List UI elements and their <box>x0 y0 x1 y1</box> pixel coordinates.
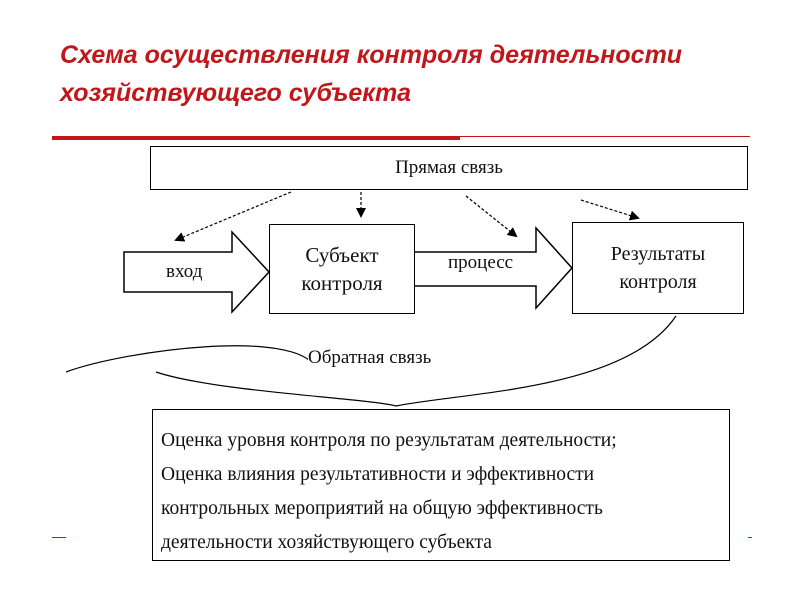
input-block-arrow <box>123 230 271 314</box>
subject-label-line2: контроля <box>301 271 383 295</box>
evaluation-line: Оценка влияния результативности и эффект… <box>161 464 595 485</box>
results-label-line1: Результаты <box>610 243 706 265</box>
evaluation-box: Оценка уровня контроля по результатам де… <box>152 409 730 561</box>
control-results-box: Результаты контроля <box>572 222 744 314</box>
diagram-connectors <box>66 191 677 407</box>
evaluation-line: Оценка уровня контроля по результатам де… <box>161 430 617 451</box>
control-subject-box: Субъект контроля <box>269 224 415 314</box>
direct-to-results-arrow <box>580 199 640 221</box>
title-rule-thin <box>460 136 750 137</box>
feedback-curve-bottom <box>155 315 677 407</box>
evaluation-line: деятельности хозяйствующего субъекта <box>161 532 492 553</box>
results-label-line2: контроля <box>619 271 697 293</box>
title-underline <box>52 136 460 140</box>
feedback-curve-left <box>66 345 317 373</box>
direct-link-box: Прямая связь <box>150 146 748 190</box>
direct-to-input-arrow <box>174 191 292 242</box>
feedback-label: Обратная связь <box>308 347 432 369</box>
process-label: процесс <box>448 252 514 273</box>
direct-to-process-arrow <box>465 195 518 238</box>
process-block-arrow <box>413 226 574 310</box>
input-label: вход <box>166 261 203 282</box>
slide-title: Схема осуществления контроля деятельност… <box>60 41 683 107</box>
evaluation-line: контрольных мероприятий на общую эффекти… <box>161 498 603 519</box>
subject-label-line1: Субъект <box>305 243 379 267</box>
direct-link-label: Прямая связь <box>395 157 503 178</box>
control-scheme-diagram: Прямая связь вход Субъект контроля проце… <box>66 140 748 568</box>
